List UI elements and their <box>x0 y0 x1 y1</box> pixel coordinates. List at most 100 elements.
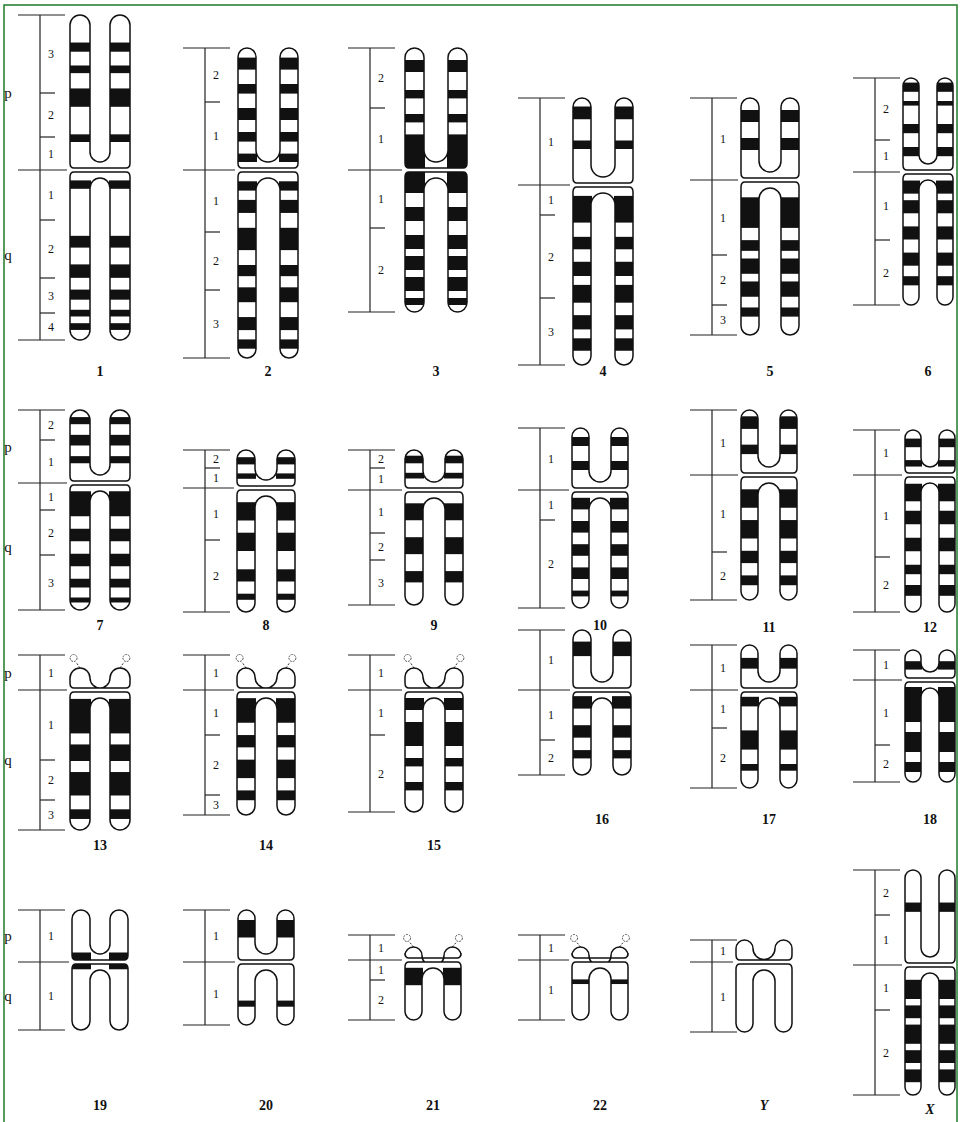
region-number: 3 <box>720 314 726 326</box>
dark-band <box>447 134 468 168</box>
dark-band <box>904 1025 922 1044</box>
region-number: 2 <box>720 752 726 764</box>
region-bracket <box>853 78 900 305</box>
dark-band <box>610 461 629 470</box>
region-number: 1 <box>548 499 554 511</box>
chromatid-outline <box>741 692 797 788</box>
chromatid-arm <box>905 870 955 963</box>
band-group <box>237 920 295 938</box>
dark-band <box>571 544 590 556</box>
chromosome <box>690 645 798 788</box>
dark-band <box>740 764 759 771</box>
chromatid-outline <box>70 172 130 340</box>
dark-band <box>237 265 257 276</box>
dark-band <box>740 416 759 429</box>
region-number: 2 <box>720 570 726 582</box>
satellite <box>404 935 411 942</box>
dark-band <box>610 591 629 597</box>
region-number: 1 <box>883 659 889 671</box>
dark-band <box>572 642 592 657</box>
band-group <box>740 197 800 316</box>
dark-band <box>740 697 759 707</box>
dark-band <box>938 511 956 525</box>
chromosome <box>853 430 956 612</box>
dark-band <box>780 240 800 251</box>
dark-band <box>109 435 131 446</box>
chromatid-outline <box>405 172 467 312</box>
dark-band <box>279 132 299 142</box>
dark-band <box>276 760 296 778</box>
dark-band <box>237 200 257 213</box>
satellite-stalk <box>453 942 457 947</box>
chromatid-outline <box>741 182 799 335</box>
dark-band <box>740 240 760 251</box>
dark-band <box>779 489 798 507</box>
region-number: 1 <box>883 447 889 459</box>
chromatid-arm <box>405 668 463 688</box>
chromatid-arm <box>905 430 955 473</box>
chromatid-arm <box>905 650 955 678</box>
dark-band <box>69 435 91 446</box>
region-number: 1 <box>548 654 554 666</box>
region-number: 1 <box>548 984 554 996</box>
dark-band <box>279 265 299 276</box>
region-bracket <box>348 655 402 812</box>
dark-band <box>279 181 299 190</box>
dark-band <box>237 339 257 348</box>
region-number: 1 <box>883 150 889 162</box>
dark-band <box>404 782 424 790</box>
dark-band <box>780 138 800 150</box>
dark-band <box>404 277 425 291</box>
dark-band <box>447 114 468 122</box>
region-number: 1 <box>48 148 54 160</box>
dark-band <box>936 253 954 266</box>
dark-band <box>109 290 131 300</box>
dark-band <box>938 903 956 912</box>
dark-band <box>938 538 956 552</box>
band-group <box>236 457 296 479</box>
dark-band <box>779 697 798 707</box>
dark-band <box>69 772 91 795</box>
dark-band <box>902 253 920 266</box>
region-number: 1 <box>720 991 726 1003</box>
dark-band <box>779 730 798 749</box>
region-number: 1 <box>378 506 384 518</box>
chromatid-outline <box>905 682 955 782</box>
chromosome <box>518 630 632 775</box>
chromatid-outline <box>237 692 295 815</box>
dark-band <box>109 310 131 317</box>
chromosome <box>690 410 798 600</box>
dark-band <box>938 1025 956 1044</box>
region-number: 2 <box>883 103 889 115</box>
chromatid-arm <box>572 492 628 608</box>
region-bracket <box>348 935 402 1020</box>
chromatid-arm <box>72 910 128 960</box>
dark-band <box>936 147 954 156</box>
band-group <box>904 439 956 467</box>
chromatid-arm <box>741 692 797 788</box>
dark-band <box>279 287 299 302</box>
dark-band <box>779 445 798 454</box>
chromosome <box>853 650 956 782</box>
dark-band <box>902 276 920 285</box>
dark-band <box>447 235 468 249</box>
dark-band <box>237 1001 256 1007</box>
region-number: 1 <box>883 510 889 522</box>
region-number: 1 <box>378 964 384 976</box>
region-number: 2 <box>48 109 54 121</box>
dark-band <box>109 236 131 248</box>
region-number: 2 <box>378 768 384 780</box>
dark-band <box>236 698 256 723</box>
region-number: 3 <box>48 577 54 589</box>
band-group <box>572 642 632 657</box>
region-number: 2 <box>378 264 384 276</box>
dark-band <box>69 491 91 516</box>
region-number: 1 <box>883 934 889 946</box>
chromosome <box>690 98 800 335</box>
dark-band <box>109 264 131 277</box>
dark-band <box>938 1050 956 1063</box>
region-number: 1 <box>720 508 726 520</box>
arm-label: q <box>4 539 12 554</box>
region-number: 1 <box>213 707 219 719</box>
